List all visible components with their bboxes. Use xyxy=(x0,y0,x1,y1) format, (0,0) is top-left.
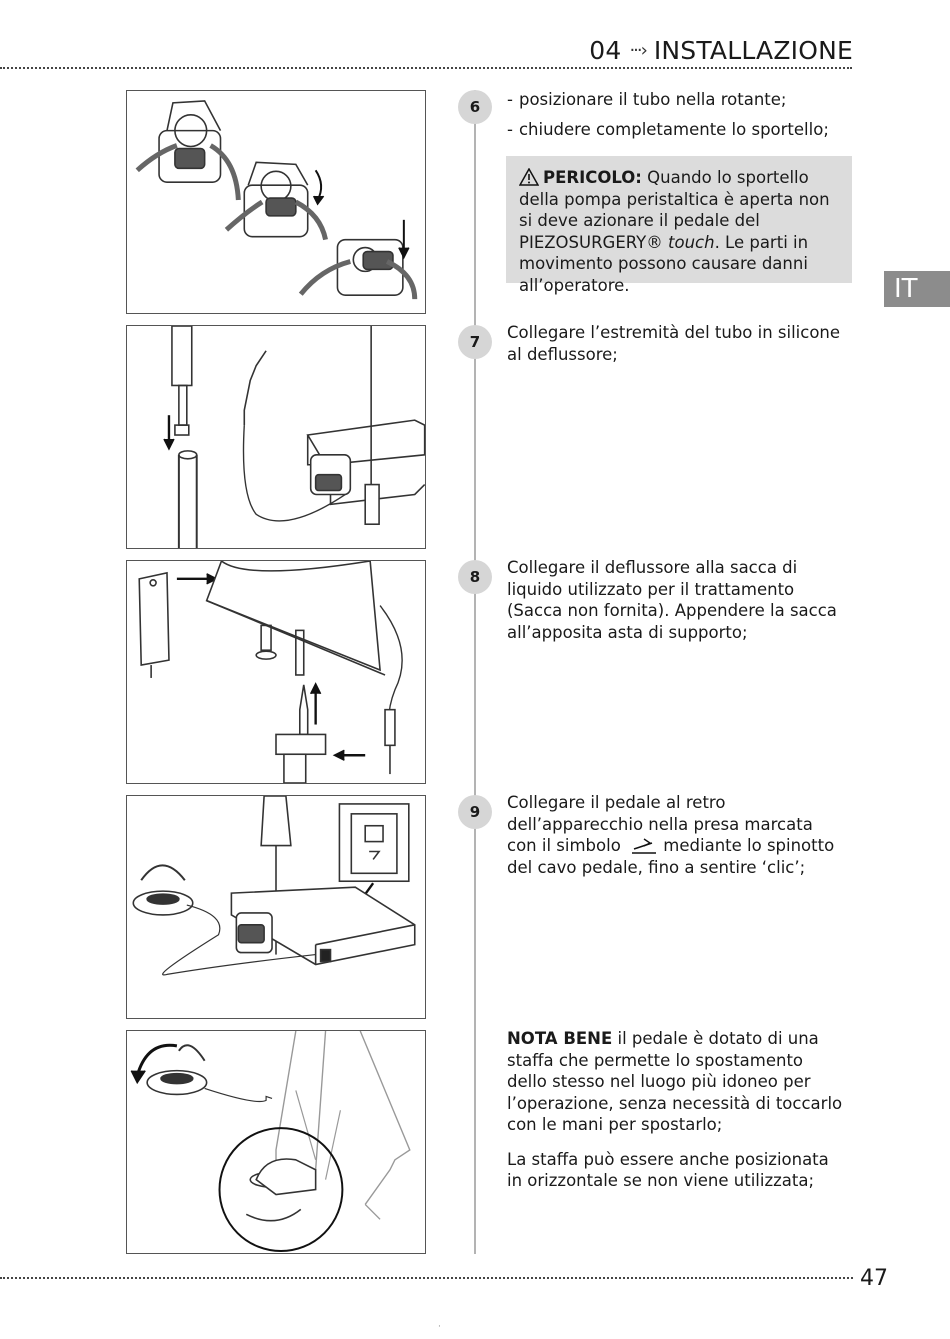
language-tab[interactable]: IT xyxy=(884,271,950,307)
note-paragraph-2: La staffa può essere anche posizionata i… xyxy=(507,1149,829,1191)
note-paragraph: NOTA BENE il pedale è dotato di una staf… xyxy=(507,1028,847,1136)
step-6-instructions: -posizionare il tubo nella rotante; -chi… xyxy=(507,89,847,148)
step-9-text-end: mediante lo spinotto del cavo pedale, fi… xyxy=(507,836,835,877)
section-title: INSTALLAZIONE xyxy=(653,36,853,65)
step-9-instructions: Collegare il pedale al retro dell’appare… xyxy=(507,792,847,878)
step-8-instructions: Collegare il deflussore alla sacca di li… xyxy=(507,557,847,643)
illustration-bag-hanging xyxy=(126,560,426,784)
step-7-text: Collegare l’estremità del tubo in silico… xyxy=(507,323,841,364)
pedal-connection-drawing xyxy=(132,796,416,976)
note-text: il pedale è dotato di una staffa che per… xyxy=(507,1029,843,1134)
language-tab-label: IT xyxy=(894,274,918,304)
warning-text-end: . Le parti in movimento possono causare … xyxy=(519,232,809,295)
footswitch-symbol-icon xyxy=(632,838,657,854)
warning-product-italic: touch xyxy=(668,232,715,252)
note-block: NOTA BENE il pedale è dotato di una staf… xyxy=(507,1028,847,1192)
step-6-bullet: -posizionare il tubo nella rotante; xyxy=(507,90,787,109)
section-header: 04 ···› INSTALLAZIONE xyxy=(589,36,853,65)
step-9-paragraph: Collegare il pedale al retro dell’appare… xyxy=(507,792,847,878)
footer-mark: · xyxy=(438,1322,441,1332)
step-number-8: 8 xyxy=(458,560,492,594)
step-number-6: 6 xyxy=(458,90,492,124)
step-6-bullet-text: posizionare il tubo nella rotante; xyxy=(518,90,787,109)
step-6-bullet: -chiudere completamente lo sportello; xyxy=(507,119,829,139)
header-dotted-rule xyxy=(0,67,852,69)
pedal-bracket-drawing xyxy=(130,1031,411,1253)
section-number: 04 xyxy=(589,36,622,65)
step-7-instructions: Collegare l’estremità del tubo in silico… xyxy=(507,322,847,365)
illustration-pedal-connection xyxy=(126,795,426,1019)
step-9-text: Collegare il pedale al retro dell’appare… xyxy=(507,793,813,855)
step-6-bullet-text: chiudere completamente lo sportello; xyxy=(518,119,829,139)
illustration-tube-connection xyxy=(126,325,426,549)
warning-text: Quando lo sportello della pompa peristal… xyxy=(519,168,830,252)
warning-label: PERICOLO: xyxy=(543,168,642,187)
pump-door-drawing xyxy=(135,100,418,300)
page-number: 47 xyxy=(860,1266,888,1291)
step-8-text: Collegare il deflussore alla sacca di li… xyxy=(507,558,837,642)
note-label: NOTA BENE xyxy=(507,1029,613,1048)
warning-triangle-icon xyxy=(519,168,539,186)
danger-warning-box: PERICOLO: Quando lo sportello della pomp… xyxy=(506,156,852,295)
dotted-arrow-icon: ···› xyxy=(629,40,647,61)
illustration-pump-door xyxy=(126,90,426,314)
step-timeline-line xyxy=(474,90,476,1254)
bag-hanging-drawing xyxy=(138,561,403,783)
illustration-pedal-bracket xyxy=(126,1030,426,1254)
step-number-7: 7 xyxy=(458,325,492,359)
footer-dotted-rule xyxy=(0,1277,853,1279)
step-number-9: 9 xyxy=(458,795,492,829)
tube-connection-drawing xyxy=(163,326,425,548)
